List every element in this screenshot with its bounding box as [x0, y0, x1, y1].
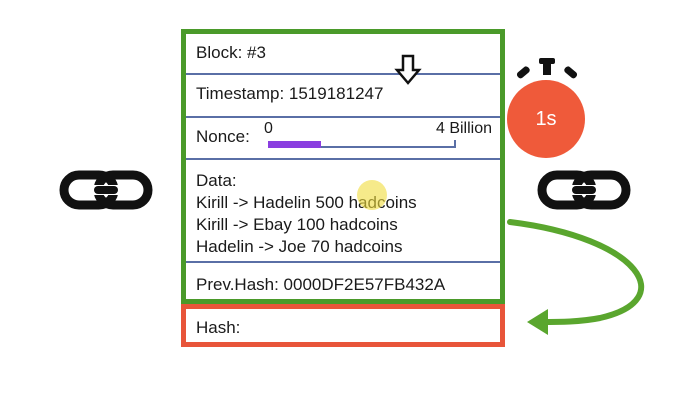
nonce-progress-fill	[268, 141, 321, 148]
timer-circle: 1s	[507, 80, 585, 158]
chain-link-icon	[537, 170, 631, 210]
timestamp: Timestamp: 1519181247	[196, 84, 384, 103]
data-row: Data: Kirill -> Hadelin 500 hadcoins Kir…	[186, 160, 500, 263]
transaction-line: Kirill -> Ebay 100 hadcoins	[196, 215, 398, 234]
timer-label: 1s	[535, 107, 557, 130]
timestamp-row: Timestamp: 1519181247	[186, 75, 500, 118]
nonce-row: Nonce: 0 4 Billion	[186, 118, 500, 160]
cursor-highlight	[357, 180, 387, 210]
nonce-range-track	[268, 140, 456, 148]
nonce-max-label: 4 Billion	[435, 120, 492, 137]
nonce-label: Nonce:	[196, 127, 250, 146]
transaction-line: Hadelin -> Joe 70 hadcoins	[196, 237, 403, 256]
prev-hash-row: Prev.Hash: 0000DF2E57FB432A	[186, 263, 500, 304]
down-arrow-icon	[394, 54, 422, 85]
block-card: Block: #3 Timestamp: 1519181247 Nonce: 0…	[181, 29, 505, 304]
block-number-row: Block: #3	[186, 34, 500, 75]
chain-link-icon	[59, 170, 153, 210]
data-label: Data:	[196, 171, 237, 190]
hash-box: Hash:	[181, 304, 505, 347]
prev-hash: Prev.Hash: 0000DF2E57FB432A	[196, 275, 446, 294]
nonce-min-label: 0	[264, 120, 273, 137]
block-number: Block: #3	[196, 43, 266, 62]
hash-label: Hash:	[196, 318, 241, 337]
data-lines: Data: Kirill -> Hadelin 500 hadcoins Kir…	[196, 170, 417, 258]
stopwatch-icon	[516, 58, 578, 79]
